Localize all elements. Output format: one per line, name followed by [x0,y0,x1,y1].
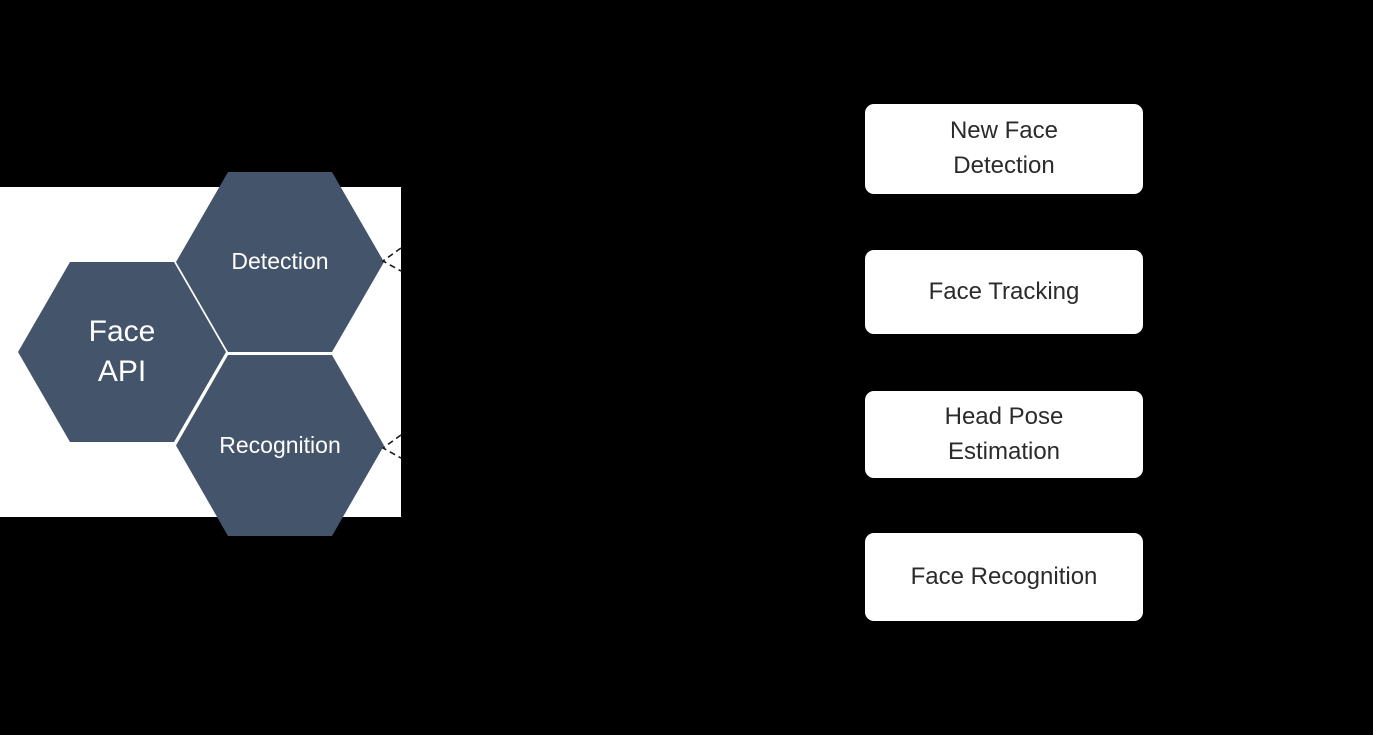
feature-box-label: Face Recognition [910,562,1098,590]
feature-box-face-tracking: Face Tracking [865,250,1143,334]
feature-box-head-pose-estimation: Head Pose Estimation [865,391,1143,478]
feature-box-label: Face Tracking [928,277,1080,305]
feature-box-face-recognition: Face Recognition [865,533,1143,621]
face-api-hexagon: Face API [18,262,226,442]
recognition-label: Recognition [219,431,341,458]
detection-label: Detection [231,248,329,275]
feature-box-new-face-detection: New Face Detection [865,104,1143,194]
face-api-label: Face API [88,314,156,389]
feature-box-label: Head Pose Estimation [944,402,1064,465]
feature-box-label: New Face Detection [949,117,1059,179]
